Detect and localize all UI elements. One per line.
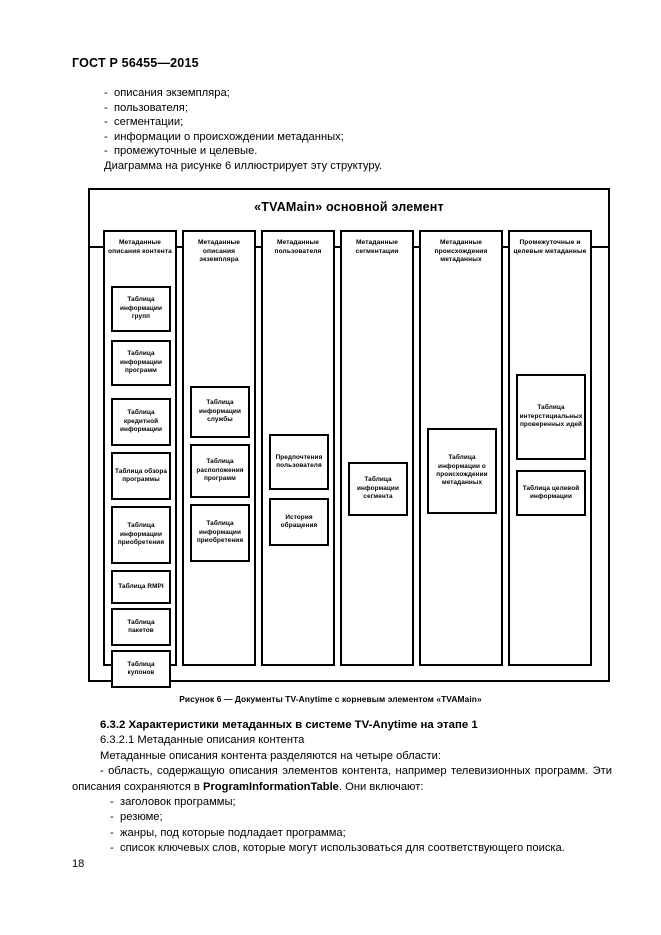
figure-table-box: Таблица пакетов: [111, 608, 171, 646]
figure-caption: Рисунок 6 — Документы TV-Anytime с корне…: [179, 694, 482, 704]
list-item: -список ключевых слов, которые могут исп…: [110, 841, 612, 856]
figure-table-box: Таблица информации о происхождении метад…: [427, 428, 497, 514]
figure-connector: [256, 246, 261, 248]
dash-marker: -: [110, 811, 114, 824]
body-text: 6.3.2 Характеристики метаданных в систем…: [72, 718, 612, 857]
intro-list: -описания экземпляра; -пользователя; -се…: [104, 86, 604, 174]
intro-closing: Диаграмма на рисунке 6 иллюстрирует эту …: [104, 159, 383, 172]
dash-marker: -: [104, 87, 108, 99]
list-item-text: заголовок программы;: [120, 796, 236, 809]
list-item: -описания экземпляра;: [104, 86, 604, 101]
dash-marker: -: [104, 116, 108, 129]
list-item-text: информации о происхождении метаданных;: [114, 130, 344, 143]
list-item-text: сегментации;: [114, 116, 184, 129]
list-item-text: резюме;: [120, 811, 163, 824]
list-item: -заголовок программы;: [110, 795, 612, 810]
list-item-text: пользователя;: [114, 101, 188, 114]
list-item: -резюме;: [110, 810, 612, 825]
figure-table-box: Таблица обзора программы: [111, 452, 171, 500]
dash-marker: -: [110, 796, 114, 809]
tvamain-root-title: «TVAMain» основной элемент: [254, 200, 444, 214]
area-paragraph: - область, содержащую описания элементов…: [72, 764, 612, 795]
dash-marker: -: [104, 101, 108, 114]
dash-marker: -: [104, 145, 108, 158]
figure-table-box: Предпочтения пользователя: [269, 434, 329, 490]
dash-marker: -: [110, 826, 114, 839]
figure-column-header: Метаданные пользователя: [274, 239, 322, 255]
list-item: -пользователя;: [104, 101, 604, 116]
list-item-text: список ключевых слов, которые могут испо…: [120, 842, 565, 855]
figure-table-box: Таблица интерстициальных проверенных иде…: [516, 374, 586, 460]
list-item: -сегментации;: [104, 115, 604, 130]
figure-connector: [503, 246, 508, 248]
list-item-text: промежуточные и целевые.: [114, 145, 258, 158]
figure-connector: [592, 246, 608, 248]
figure-table-box: История обращения: [269, 498, 329, 546]
figure-table-box: Таблица расположения программ: [190, 444, 250, 498]
figure-connector: [414, 246, 419, 248]
figure-table-box: Таблица информации приобретения: [111, 506, 171, 564]
figure-column-header: Метаданные происхождения метаданных: [434, 239, 488, 264]
figure-connector: [335, 246, 340, 248]
dash-marker: -: [110, 842, 114, 855]
subsection-title: 6.3.2.1 Метаданные описания контента: [100, 734, 305, 747]
figure-column-header: Метаданные описания контента: [108, 239, 172, 255]
figure-table-box: Таблица информации групп: [111, 286, 171, 332]
program-information-table-term: ProgramInformationTable: [202, 780, 339, 793]
figure-table-box: Таблица целевой информации: [516, 470, 586, 516]
area-paragraph-before: - область, содержащую описания элементов…: [72, 765, 612, 793]
list-item: -промежуточные и целевые.: [104, 144, 604, 159]
figure-table-box: Таблица информации службы: [190, 386, 250, 438]
figure-table-box: Таблица информации сегмента: [348, 462, 408, 516]
lead-paragraph: Метаданные описания контента разделяются…: [100, 749, 442, 762]
figure-table-box: Таблица информации приобретения: [190, 504, 250, 562]
figure-table-box: Таблица RMPI: [111, 570, 171, 604]
figure-table-box: Таблица купонов: [111, 650, 171, 688]
area-paragraph-after: . Они включают:: [338, 780, 424, 793]
section-title: 6.3.2 Характеристики метаданных в систем…: [100, 719, 478, 731]
figure-connector: [177, 246, 182, 248]
dash-marker: -: [104, 130, 108, 143]
figure-6: «TVAMain» основной элемент Метаданные оп…: [88, 188, 610, 688]
list-item-text: жанры, под которые подладает программа;: [120, 826, 346, 839]
page-number: 18: [72, 858, 85, 870]
figure-table-box: Таблица кредитной информации: [111, 398, 171, 446]
figure-column-header: Промежуточные и целевые метаданные: [513, 239, 587, 255]
figure-column-header: Метаданные описания экземпляра: [197, 239, 241, 264]
list-item: -жанры, под которые подладает программа;: [110, 826, 612, 841]
list-item-text: описания экземпляра;: [114, 87, 230, 99]
figure-column-header: Метаданные сегментации: [355, 239, 399, 255]
figure-table-box: Таблица информации программ: [111, 340, 171, 386]
standard-header: ГОСТ Р 56455—2015: [72, 56, 199, 70]
figure-connector: [90, 246, 103, 248]
list-item: -информации о происхождении метаданных;: [104, 130, 604, 145]
